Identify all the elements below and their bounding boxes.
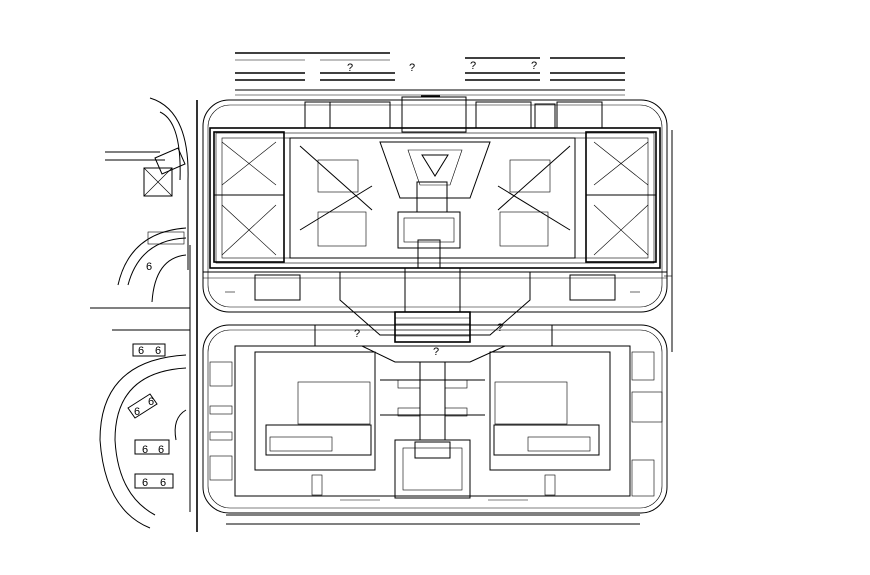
block-label: 6 [155,345,161,357]
block-label: 6 [142,444,148,456]
top-parking-strips [235,52,625,96]
marker-label: ? [497,322,503,334]
block-label: 6 [160,477,166,489]
north-compound [202,95,668,343]
block-label: 6 [138,345,144,357]
marker-label: ? [347,62,353,74]
block-labels: 6 6 6 6 6 6 6 6 6 [134,261,166,489]
west-roads [90,97,198,532]
marker-label: ? [433,346,439,358]
east-edge [664,130,673,352]
block-label: 6 [146,261,152,273]
marker-label: ? [531,60,537,72]
block-label: 6 [158,444,164,456]
marker-label: ? [470,60,476,72]
top-markers: ? ? ? ? [347,60,537,74]
marker-label: ? [409,62,415,74]
south-compound [202,324,668,525]
block-label: 6 [142,477,148,489]
mid-markers: ? ? ? [354,322,503,358]
block-label: 6 [148,396,154,408]
block-label: 6 [134,406,140,418]
marker-label: ? [354,328,360,340]
